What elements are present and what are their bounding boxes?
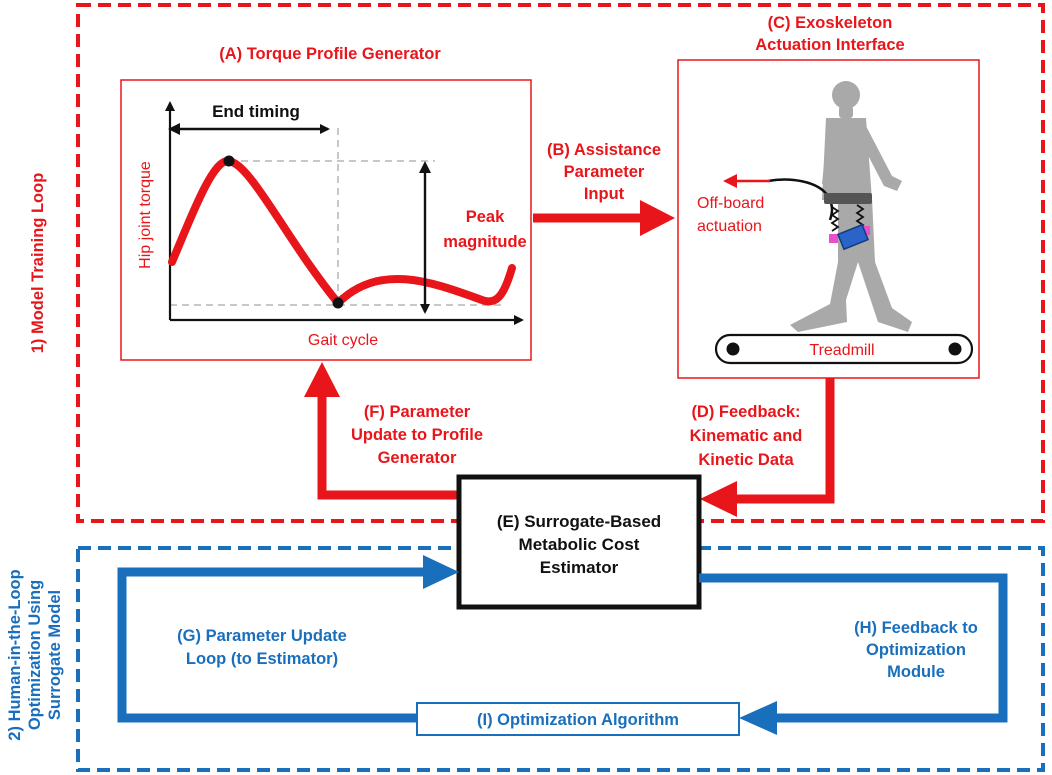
assistance-label-line1: (B) Assistance — [547, 141, 661, 159]
update-f-path — [317, 390, 459, 500]
feedback-h-label-line2: Optimization — [866, 641, 966, 659]
peak-magnitude-label-line1: Peak — [466, 208, 505, 226]
treadmill-roller-icon — [726, 342, 740, 356]
end-timing-arrowhead-left — [168, 123, 180, 135]
optimization-algorithm-label: (I) Optimization Algorithm — [477, 711, 679, 729]
feedback-d-label-line3: Kinetic Data — [698, 451, 794, 469]
treadmill-label: Treadmill — [809, 342, 874, 359]
feedback-d-label-line2: Kinematic and — [690, 427, 803, 445]
optimization-loop-label-line1: 2) Human-in-the-Loop — [6, 569, 24, 740]
assistance-arrowhead — [640, 200, 675, 236]
end-point-marker — [332, 297, 344, 309]
assistance-label-line2: Parameter — [564, 163, 645, 181]
feedback-h-label-line1: (H) Feedback to — [854, 619, 978, 637]
loop-g-label-line2: Loop (to Estimator) — [186, 650, 338, 668]
exo-title-line2: Actuation Interface — [755, 36, 904, 54]
update-f-label-line1: (F) Parameter — [364, 403, 471, 421]
training-loop-label: 1) Model Training Loop — [29, 173, 47, 354]
update-f-arrowhead — [304, 362, 340, 397]
offboard-arrowhead — [723, 174, 737, 188]
peak-magnitude-arrowhead-top — [419, 161, 431, 173]
treadmill-belt — [714, 333, 974, 365]
feedback-d-label-line1: (D) Feedback: — [691, 403, 800, 421]
assistance-label-line3: Input — [584, 185, 625, 203]
offboard-label-line2: actuation — [697, 218, 762, 235]
loop-g-label-line1: (G) Parameter Update — [177, 627, 347, 645]
torque-generator-title: (A) Torque Profile Generator — [219, 45, 441, 63]
optimization-loop-label-line3: Surrogate Model — [46, 590, 64, 720]
feedback-h-path — [699, 573, 1008, 723]
exo-title-line1: (C) Exoskeleton — [768, 14, 893, 32]
offboard-label-line1: Off-board — [697, 195, 764, 212]
feedback-h-arrowhead — [739, 701, 777, 735]
update-f-label-line3: Generator — [378, 449, 457, 467]
update-f-label-line2: Update to Profile — [351, 426, 483, 444]
peak-magnitude-label-line2: magnitude — [443, 233, 526, 251]
optimization-loop-label-line2: Optimization Using — [26, 580, 44, 730]
hip-belt — [824, 193, 872, 204]
surrogate-estimator-box — [456, 474, 702, 610]
optimization-algorithm-box — [416, 702, 740, 736]
optimization-loop-label: 2) Human-in-the-Loop Optimization Using … — [6, 569, 64, 740]
hip-torque-axis-label: Hip joint torque — [137, 161, 154, 269]
estimator-label-line2: Metabolic Cost — [519, 535, 640, 554]
gait-cycle-axis-label: Gait cycle — [308, 332, 378, 349]
exoskeleton-device-icon — [829, 204, 870, 251]
loop-g-path — [117, 567, 427, 723]
estimator-label-line1: (E) Surrogate-Based — [497, 512, 661, 531]
loop-g-arrowhead — [423, 555, 459, 589]
torque-curve — [168, 157, 516, 307]
peak-point-marker — [223, 155, 235, 167]
estimator-label-line3: Estimator — [540, 558, 619, 577]
end-timing-label: End timing — [212, 102, 300, 121]
treadmill-roller-icon-right — [948, 342, 962, 356]
feedback-d-arrowhead — [700, 481, 737, 517]
feedback-h-label-line3: Module — [887, 663, 945, 681]
feedback-d-path — [735, 378, 835, 504]
